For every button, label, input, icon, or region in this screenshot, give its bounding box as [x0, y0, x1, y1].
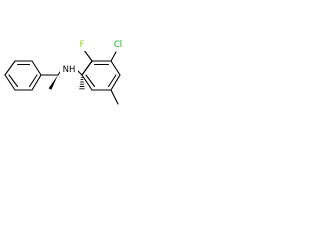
bond-to-chlorine [110, 51, 117, 62]
chlorine-label: Cl [114, 40, 122, 50]
fluorine-label: F [80, 40, 85, 50]
atom-label-chlorine: Cl [110, 38, 126, 51]
atom-label-fluorine: F [77, 38, 87, 51]
substituent-bonds [83, 49, 119, 105]
bond [31, 60, 42, 76]
hashed-bond [79, 76, 85, 90]
bond [110, 60, 121, 76]
wedge-bond [48, 75, 58, 90]
double-bond-inner [107, 74, 117, 88]
left-stereocenter [40, 69, 62, 90]
bond [4, 74, 16, 91]
double-bond-inner [85, 74, 96, 88]
double-bond-inner [28, 74, 38, 88]
molecule-structure: NH F Cl [4, 38, 126, 105]
bond-to-fluorine [83, 49, 93, 62]
bond [81, 74, 93, 91]
aryl-ring [81, 60, 121, 91]
bond [31, 74, 42, 91]
bond [81, 60, 93, 76]
bond [4, 60, 16, 76]
phenyl-ring [4, 60, 42, 91]
diagram-canvas: NH F Cl [0, 0, 152, 152]
atom-label-nitrogen: NH [60, 63, 78, 76]
right-stereocenter [76, 60, 93, 90]
bond-to-methyl [110, 89, 119, 105]
bond [110, 74, 121, 91]
double-bond-inner [8, 74, 19, 88]
nitrogen-label: NH [63, 65, 76, 75]
